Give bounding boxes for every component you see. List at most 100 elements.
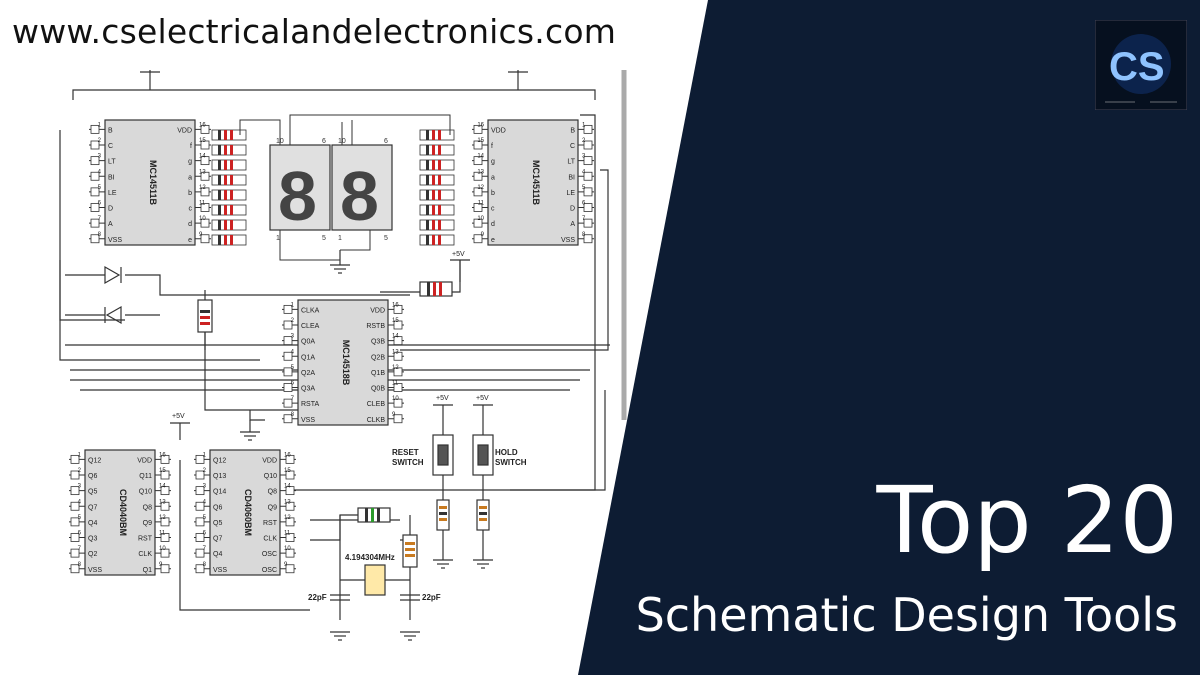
pin-label: VSS bbox=[301, 417, 315, 424]
pin-number: 2 bbox=[203, 468, 207, 474]
pin-number: 4 bbox=[291, 349, 295, 355]
pin-label: BI bbox=[568, 174, 575, 181]
pin-label: CLKB bbox=[367, 417, 386, 424]
pin-number: 13 bbox=[199, 169, 206, 175]
pin-number: 4 bbox=[203, 499, 207, 505]
pin-label: VDD bbox=[262, 457, 277, 464]
pin-number: 6 bbox=[78, 531, 82, 537]
pin-number: 6 bbox=[582, 201, 586, 207]
pin-number: 1 bbox=[78, 452, 82, 458]
pin-number: 16 bbox=[199, 122, 206, 128]
pin-number: 14 bbox=[159, 484, 166, 490]
pin-label: CLEA bbox=[301, 323, 320, 330]
svg-text:5: 5 bbox=[384, 235, 388, 242]
pin-label: VDD bbox=[137, 457, 152, 464]
pin-label: Q1A bbox=[301, 354, 315, 361]
pin-number: 4 bbox=[78, 499, 82, 505]
pin-label: Q0A bbox=[301, 339, 315, 346]
pin-number: 10 bbox=[284, 546, 291, 552]
pin-number: 16 bbox=[392, 302, 399, 308]
pin-number: 13 bbox=[392, 349, 399, 355]
pin-label: Q11 bbox=[139, 473, 152, 480]
pin-number: 10 bbox=[477, 216, 484, 222]
pin-label: d bbox=[188, 221, 192, 228]
plus5v-label-right: +5V bbox=[452, 251, 465, 258]
pin-label: Q6 bbox=[213, 504, 222, 511]
pin-number: 12 bbox=[199, 185, 206, 191]
pin-label: Q5 bbox=[88, 489, 97, 496]
pin-label: VSS bbox=[213, 567, 227, 574]
pin-label: e bbox=[491, 237, 495, 244]
pin-number: 3 bbox=[78, 484, 82, 490]
pin-number: 16 bbox=[284, 452, 291, 458]
pin-label: g bbox=[491, 159, 495, 166]
pin-number: 14 bbox=[199, 154, 206, 160]
svg-text:6: 6 bbox=[322, 138, 326, 145]
pin-label: Q12 bbox=[213, 457, 226, 464]
pin-label: Q7 bbox=[88, 504, 97, 511]
chip-label: MC14518B bbox=[341, 340, 351, 386]
pin-number: 10 bbox=[159, 546, 166, 552]
pin-number: 15 bbox=[477, 138, 484, 144]
pin-number: 6 bbox=[203, 531, 207, 537]
pin-label: RST bbox=[263, 520, 278, 527]
pin-number: 7 bbox=[203, 546, 207, 552]
pin-label: a bbox=[188, 174, 192, 181]
pin-number: 13 bbox=[284, 499, 291, 505]
pin-label: VSS bbox=[561, 237, 575, 244]
pin-label: VDD bbox=[370, 307, 385, 314]
svg-text:6: 6 bbox=[384, 138, 388, 145]
logo-letters: CS bbox=[1109, 45, 1165, 89]
pin-number: 8 bbox=[98, 232, 102, 238]
cap-left-label: 22pF bbox=[308, 593, 327, 602]
pin-label: Q3 bbox=[88, 536, 97, 543]
pin-label: Q3A bbox=[301, 386, 315, 393]
pin-number: 16 bbox=[159, 452, 166, 458]
pin-label: LT bbox=[567, 159, 575, 166]
pin-number: 9 bbox=[481, 232, 485, 238]
pin-number: 5 bbox=[78, 515, 82, 521]
pin-number: 3 bbox=[582, 154, 586, 160]
plus5v-label-hold: +5V bbox=[476, 395, 489, 402]
pin-label: Q8 bbox=[268, 489, 277, 496]
pin-number: 11 bbox=[478, 201, 485, 207]
pin-number: 4 bbox=[98, 169, 102, 175]
pin-label: CLKA bbox=[301, 307, 320, 314]
pin-number: 3 bbox=[203, 484, 207, 490]
pin-number: 5 bbox=[98, 185, 102, 191]
pin-label: RSTB bbox=[366, 323, 385, 330]
pin-number: 9 bbox=[199, 232, 203, 238]
pin-number: 5 bbox=[291, 365, 295, 371]
pin-number: 8 bbox=[203, 562, 207, 568]
svg-text:1: 1 bbox=[338, 235, 342, 242]
pin-label: Q1 bbox=[143, 567, 152, 574]
pin-label: Q13 bbox=[213, 473, 226, 480]
pin-number: 7 bbox=[291, 396, 295, 402]
pin-number: 13 bbox=[159, 499, 166, 505]
resarray-left bbox=[211, 129, 247, 246]
pin-label: Q14 bbox=[213, 489, 226, 496]
pin-number: 15 bbox=[199, 138, 206, 144]
plus5v-label-reset: +5V bbox=[436, 395, 449, 402]
pin-number: 6 bbox=[291, 381, 295, 387]
pin-label: BI bbox=[108, 174, 115, 181]
pin-label: B bbox=[570, 127, 575, 134]
svg-text:8: 8 bbox=[340, 157, 379, 235]
pin-number: 9 bbox=[392, 412, 396, 418]
pin-label: Q3B bbox=[371, 339, 385, 346]
pin-label: VDD bbox=[177, 127, 192, 134]
pin-number: 2 bbox=[98, 138, 102, 144]
pin-number: 7 bbox=[98, 216, 102, 222]
pin-label: c bbox=[189, 206, 193, 213]
pin-label: VSS bbox=[108, 237, 122, 244]
pin-label: b bbox=[188, 190, 192, 197]
pin-number: 15 bbox=[159, 468, 166, 474]
pin-number: 16 bbox=[477, 122, 484, 128]
pin-label: f bbox=[190, 143, 192, 150]
pin-number: 11 bbox=[199, 201, 206, 207]
